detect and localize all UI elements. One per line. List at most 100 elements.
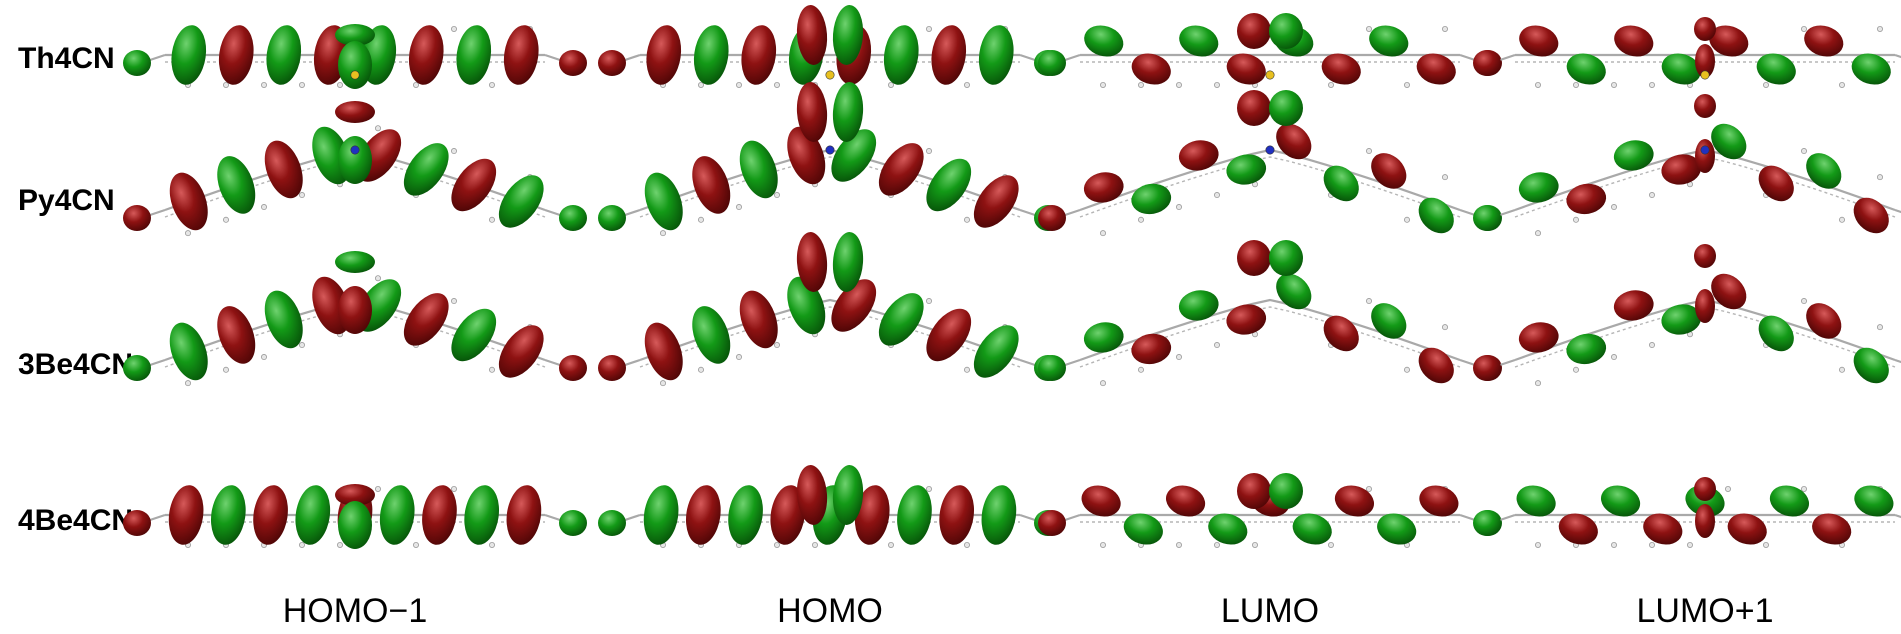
central-lobe-left: [1237, 90, 1271, 126]
hydrogen-atom: [488, 216, 495, 223]
hydrogen-atom: [1442, 25, 1449, 32]
positive-lobe: [1208, 513, 1248, 545]
hydrogen-atom: [964, 366, 971, 373]
hydrogen-atom: [1535, 542, 1542, 549]
orbital-panel-4be4cn-homo: [598, 465, 1062, 549]
positive-lobe: [897, 485, 932, 545]
negative-lobe: [1758, 165, 1794, 202]
positive-lobe: [1661, 304, 1702, 335]
hydrogen-atom: [1535, 82, 1542, 89]
hydrogen-atom: [374, 485, 381, 492]
hydrogen-atom: [1366, 298, 1373, 305]
negative-lobe: [931, 25, 967, 85]
hydrogen-atom: [374, 125, 381, 132]
heteroatom: [1265, 145, 1275, 155]
hydrogen-atom: [298, 82, 305, 89]
negative-lobe: [1418, 347, 1454, 384]
negative-lobe: [1709, 25, 1749, 57]
hydrogen-atom: [774, 82, 781, 89]
positive-lobe: [1377, 513, 1417, 545]
hydrogen-atom: [1176, 542, 1183, 549]
hydrogen-atom: [926, 298, 933, 305]
positive-lobe: [1418, 197, 1454, 234]
hydrogen-atom: [1100, 542, 1107, 549]
positive-lobe: [831, 129, 877, 182]
central-lobe-top: [1694, 94, 1716, 118]
negative-lobe: [1727, 513, 1767, 545]
row-label-py4cn: Py4CN: [18, 184, 115, 217]
hydrogen-atom: [488, 82, 495, 89]
hydrogen-atom: [184, 230, 191, 237]
central-lobe-core: [1695, 289, 1715, 323]
row-label-4be4cn: 4Be4CN: [18, 504, 133, 537]
positive-lobe: [169, 322, 208, 381]
positive-lobe: [266, 25, 302, 85]
negative-lobe: [1558, 513, 1598, 545]
hydrogen-atom: [1687, 542, 1694, 549]
positive-lobe: [1323, 165, 1359, 202]
orbital-panel-th4cn-lumo: [1038, 13, 1502, 89]
central-lobe-upper: [335, 251, 375, 273]
hydrogen-atom: [1725, 485, 1732, 492]
positive-lobe: [1854, 485, 1894, 517]
negative-lobe: [408, 25, 444, 85]
negative-lobe: [1083, 172, 1124, 203]
negative-lobe: [217, 306, 256, 364]
hydrogen-atom: [1252, 542, 1259, 549]
hydrogen-atom: [1573, 82, 1580, 89]
negative-lobe: [1812, 513, 1852, 545]
negative-lobe: [973, 175, 1019, 228]
negative-lobe: [644, 322, 683, 381]
row-label-3be4cn: 3Be4CN: [18, 348, 133, 381]
terminal-lobe-left: [1473, 205, 1501, 231]
positive-lobe: [1758, 315, 1794, 352]
hydrogen-atom: [1366, 148, 1373, 155]
central-lobe-top: [1694, 477, 1716, 501]
negative-lobe: [1165, 485, 1206, 517]
hydrogen-atom: [1839, 366, 1846, 373]
negative-lobe: [1178, 140, 1219, 171]
negative-lobe: [403, 293, 449, 346]
heteroatom: [825, 145, 835, 155]
positive-lobe: [1853, 347, 1889, 384]
negative-lobe: [1643, 513, 1683, 545]
hydrogen-atom: [1801, 148, 1808, 155]
hydrogen-atom: [1801, 25, 1808, 32]
hydrogen-atom: [1611, 542, 1618, 549]
heteroatom: [1700, 145, 1710, 155]
orbital-panel-3be4cn-homo-minus-1: [123, 251, 587, 387]
heteroatom: [825, 70, 835, 80]
positive-lobe: [451, 308, 497, 362]
hydrogen-atom: [736, 82, 743, 89]
hydrogen-atom: [774, 542, 781, 549]
positive-lobe: [1276, 273, 1312, 310]
orbital-panel-3be4cn-lumo: [1038, 240, 1502, 387]
positive-lobe: [1369, 25, 1409, 57]
positive-lobe: [643, 485, 679, 545]
negative-lobe: [1131, 53, 1171, 85]
orbital-panel-3be4cn-homo: [598, 232, 1062, 387]
central-lobe-lower: [338, 136, 372, 184]
negative-lobe: [1321, 53, 1361, 85]
central-lobe-lower: [338, 41, 372, 89]
negative-lobe: [422, 485, 457, 545]
hydrogen-atom: [1801, 298, 1808, 305]
positive-lobe: [1613, 140, 1654, 171]
hydrogen-atom: [1138, 366, 1145, 373]
cyano-bond: [1894, 53, 1901, 59]
hydrogen-atom: [964, 216, 971, 223]
central-lobe-left: [796, 82, 828, 142]
positive-lobe: [210, 485, 246, 545]
hydrogen-atom: [1100, 230, 1107, 237]
positive-lobe: [1756, 53, 1796, 85]
positive-lobe: [498, 175, 544, 228]
hydrogen-atom: [1649, 542, 1656, 549]
hydrogen-atom: [774, 192, 781, 199]
negative-lobe: [1131, 333, 1172, 365]
negative-lobe: [831, 279, 877, 332]
hydrogen-atom: [1176, 354, 1183, 361]
hydrogen-atom: [1138, 216, 1145, 223]
central-lobe-right: [1269, 90, 1303, 126]
hydrogen-atom: [450, 148, 457, 155]
hydrogen-atom: [1442, 174, 1449, 181]
